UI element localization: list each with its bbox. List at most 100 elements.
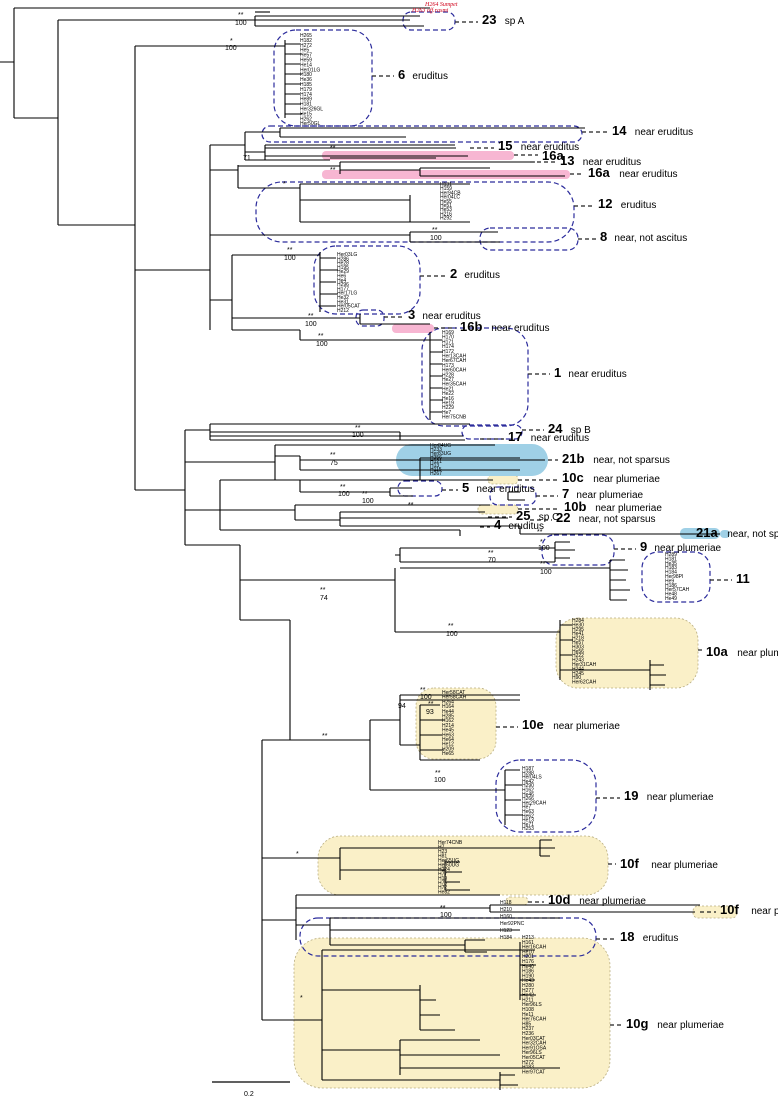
clade-number: 10c — [562, 470, 584, 485]
tip-label: H174 — [442, 344, 454, 350]
tip-label: H186 — [665, 583, 677, 589]
tip-label: H75 — [438, 881, 447, 887]
tip-label: Her32CAH — [522, 1041, 547, 1047]
clade-description: near plumeriae — [579, 896, 646, 907]
tip-label: Her62CAH — [572, 680, 597, 686]
tip-label: He40 — [522, 964, 534, 970]
tip-label: H176 — [522, 959, 534, 965]
tip-label: Her92PNC — [500, 921, 525, 927]
support-value: 100 — [316, 341, 328, 348]
clade-callout-25: 25 sp C — [488, 508, 559, 523]
tip-label: H228 — [442, 372, 454, 378]
support-value: ** — [488, 550, 494, 557]
clade-description: near, not sparsus — [593, 455, 670, 466]
tip-label: H180 — [300, 72, 312, 78]
tip-label: H115 — [430, 467, 442, 473]
clade-highlights — [293, 151, 738, 1089]
clade-description: near plumeriae — [576, 490, 643, 501]
support-value: 100 — [440, 912, 452, 919]
tip-label: Her60UG — [438, 863, 459, 869]
tip-label: H161 — [522, 940, 534, 946]
tip-label: Her57CAH — [665, 587, 690, 593]
clade-number: 16b — [460, 319, 482, 334]
tip-label: H181 — [665, 556, 677, 562]
tip-label: He48 — [665, 592, 677, 598]
tip-label: He21 — [442, 386, 454, 392]
tip-label: He4 — [337, 278, 346, 284]
tip-label: Her97CAT — [522, 1069, 545, 1075]
support-value: ** — [448, 623, 454, 630]
tip-label: H356 — [430, 455, 442, 461]
clade-description: near eruditus — [619, 169, 677, 180]
clade-description: eruditus — [643, 933, 679, 944]
tip-label: Her91OSA — [522, 1045, 547, 1051]
tip-label: He7 — [442, 410, 451, 416]
clade-number: 10d — [548, 892, 570, 907]
bubble-12 — [255, 181, 575, 243]
clade-number: 24 — [548, 421, 563, 436]
tip-label: H266 — [522, 796, 534, 802]
support-value: 100 — [420, 694, 432, 701]
tip-label: He15 — [300, 111, 312, 117]
tip-label: H184 — [665, 570, 677, 576]
tip-label: Her83UG — [430, 451, 451, 457]
tip-label: H171 — [442, 339, 454, 345]
clade-callout-10d: 10d near plumeriae — [528, 892, 646, 907]
tip-label: He59 — [300, 58, 312, 64]
support-value: 100 — [446, 631, 458, 638]
support-values: ** 100 * 100 ** 71 ** * ** 100 ** 100 **… — [225, 12, 552, 1002]
clade-callout-11: 11 — [710, 571, 750, 586]
tip-labels: H265H182H272He5He57He59He14Her01LGH180He… — [300, 33, 690, 1075]
clade-description: near, not sparsus — [579, 514, 656, 525]
tip-label: H286 — [337, 256, 349, 262]
clade-description: near plumeriae — [651, 860, 718, 871]
tip-label: Her84UG — [430, 443, 451, 449]
tip-label: H170 — [442, 335, 454, 341]
tip-label: H284 — [572, 618, 584, 624]
tip-label: H212 — [337, 308, 349, 314]
bubble-9 — [541, 534, 615, 566]
clade-description: sp C — [539, 512, 560, 523]
tip-label: He46 — [522, 792, 534, 798]
clade-number: 11 — [736, 571, 750, 586]
tip-label: H237 — [522, 1026, 534, 1032]
highlight-10e — [415, 687, 497, 760]
tip-label: H162 — [522, 788, 534, 794]
tip-label: He6 — [337, 274, 346, 280]
bubble-2 — [313, 245, 421, 315]
tip-label: He57 — [572, 640, 584, 646]
tip-label: He31 — [337, 299, 349, 305]
clade-description: near plumeriae — [647, 792, 714, 803]
tip-label: H172 — [442, 349, 454, 355]
clade-number: 3 — [408, 307, 415, 322]
clade-number: 10f — [720, 902, 739, 917]
outgroup-label-2: H263 off.rasmi — [411, 7, 449, 14]
tip-label: H184 — [500, 935, 512, 941]
tip-label: H185 — [300, 82, 312, 88]
tip-label: He30 — [572, 622, 584, 628]
support-value: 100 — [225, 45, 237, 52]
tip-label: H216 — [440, 211, 452, 217]
clade-number: 10a — [706, 644, 728, 659]
support-value: 100 — [338, 491, 350, 498]
clade-number: 21a — [696, 525, 718, 540]
support-value: 70 — [488, 557, 496, 564]
tip-label: He35 — [665, 561, 677, 567]
support-value: 100 — [362, 498, 374, 505]
tip-label: H183 — [522, 1065, 534, 1071]
clade-callout-16a: 16a — [514, 148, 564, 163]
tip-label: H272 — [300, 43, 312, 49]
clade-number: 25 — [516, 508, 530, 523]
bubble-24 — [461, 424, 523, 440]
tip-label: He49 — [665, 596, 677, 602]
